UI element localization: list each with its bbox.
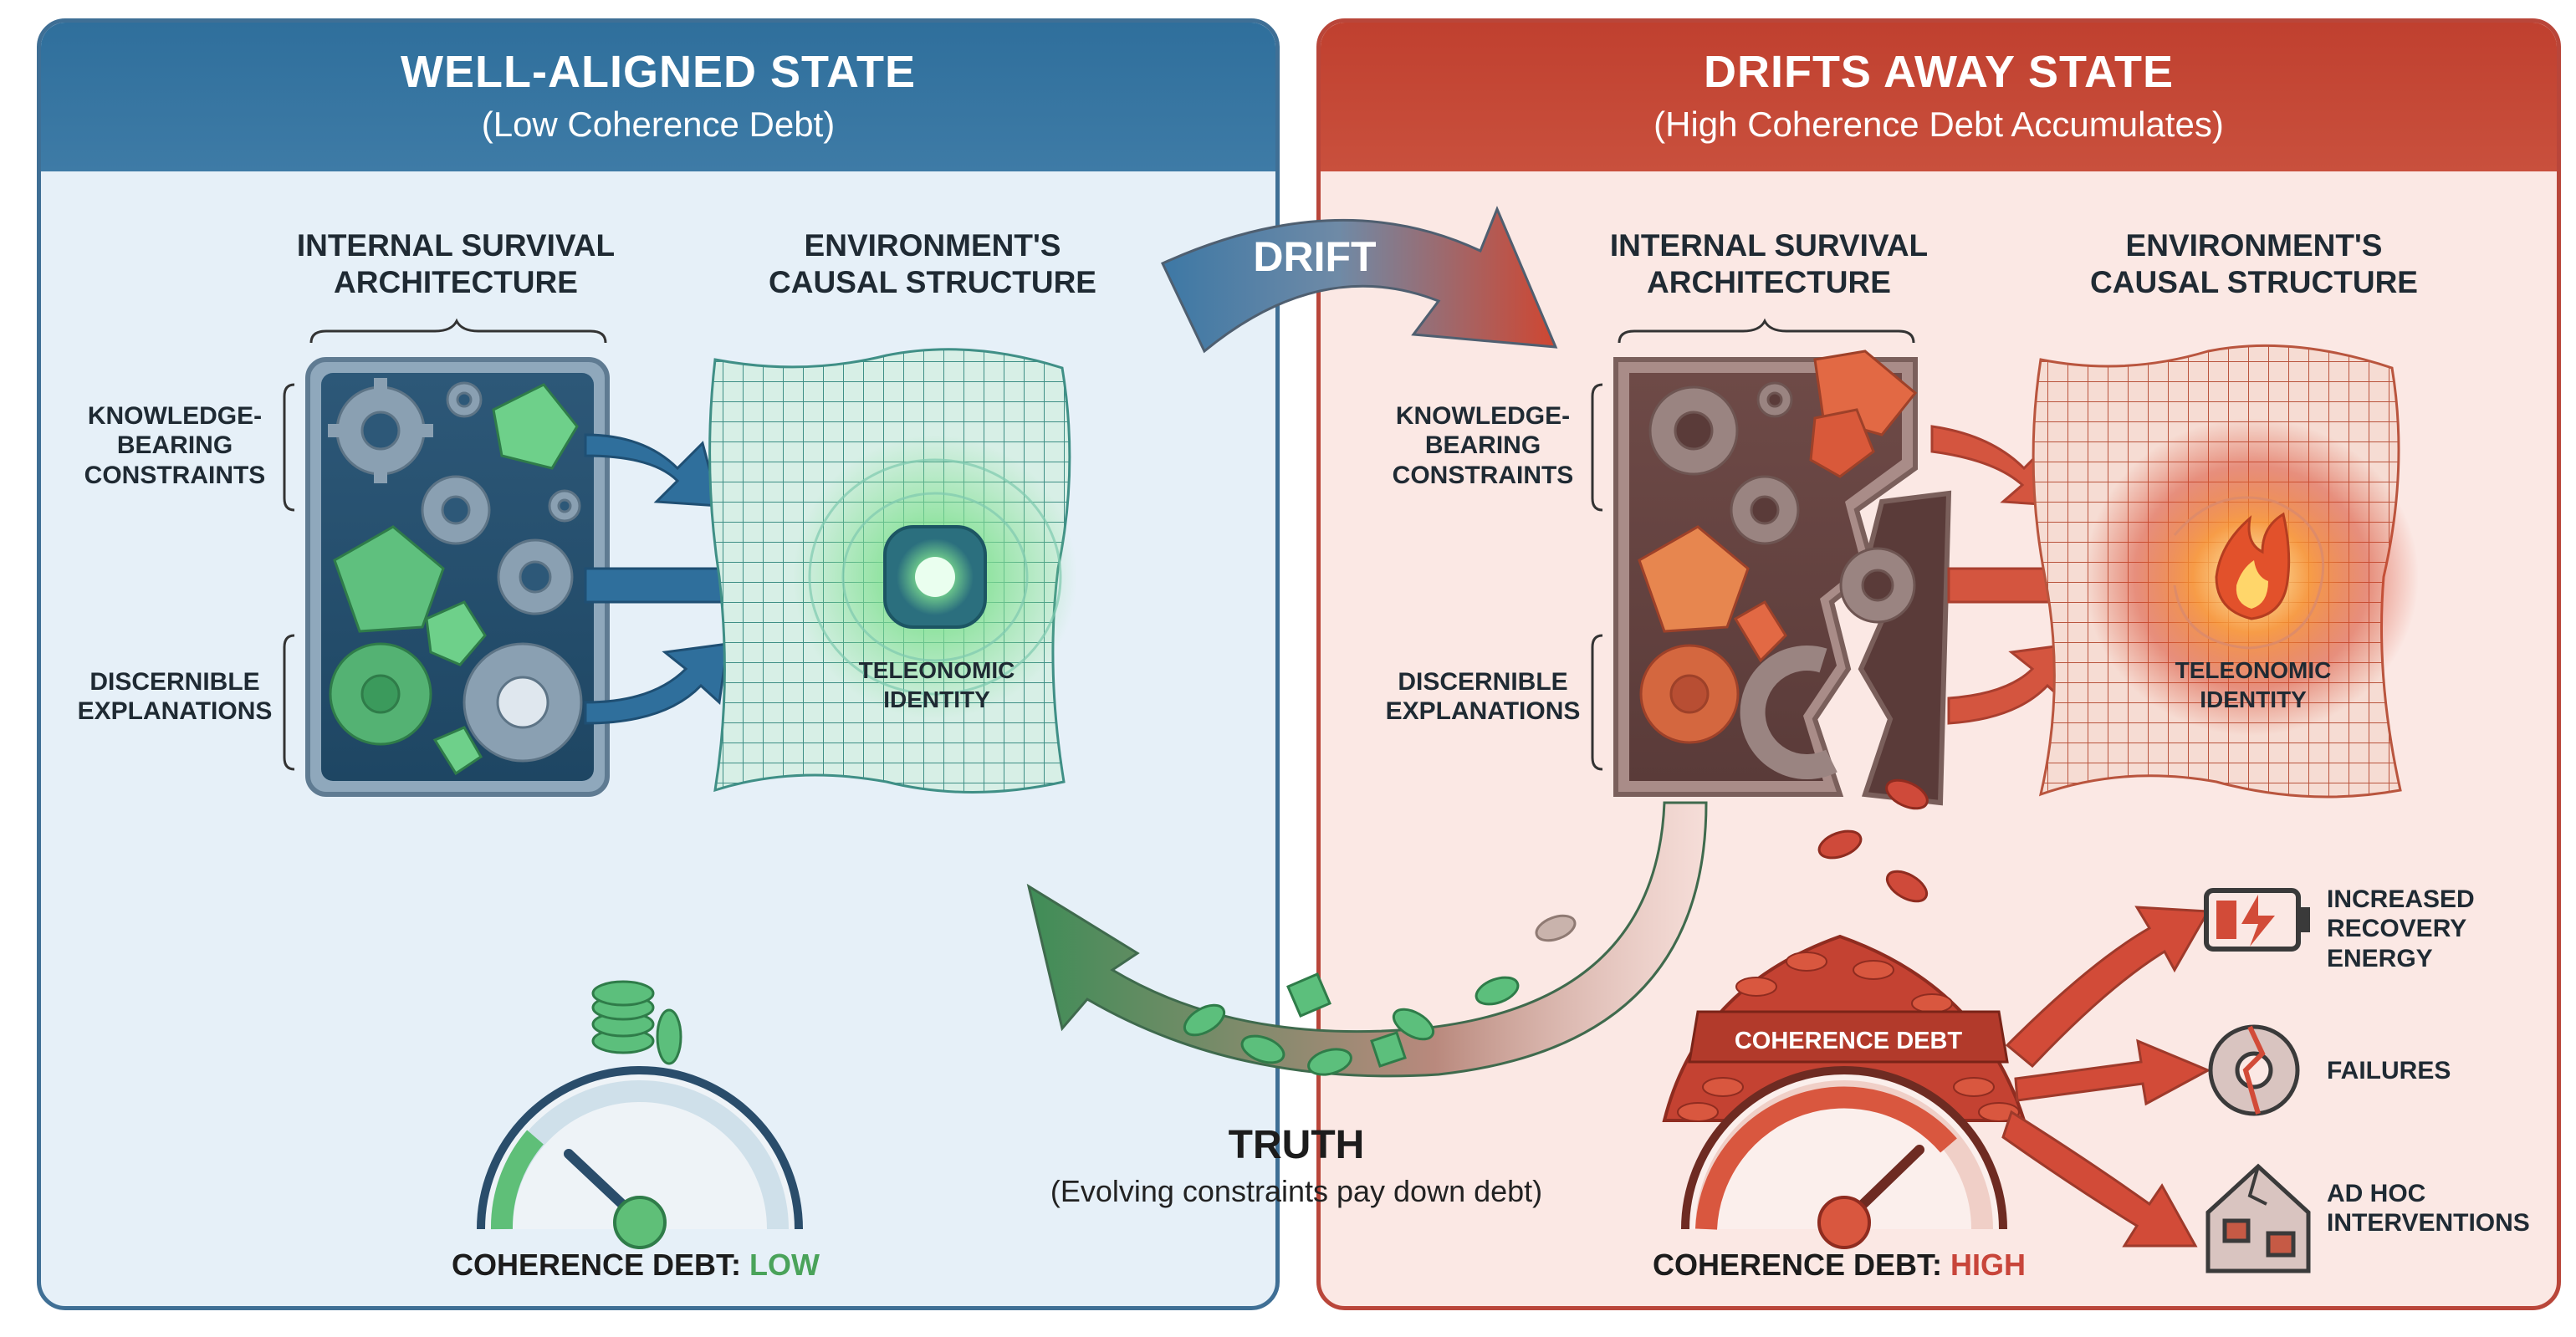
low-battery-icon bbox=[2204, 888, 2310, 952]
knowledge-bracket-right bbox=[1591, 383, 1603, 512]
architecture-bracket-right bbox=[1618, 318, 1915, 344]
gear-icon bbox=[1839, 547, 1916, 624]
well-aligned-header: WELL-ALIGNED STATE (Low Coherence Debt) bbox=[41, 23, 1275, 171]
crystal-icon bbox=[1809, 408, 1875, 478]
gear-icon bbox=[1730, 475, 1800, 545]
coherence-gauge-right bbox=[1681, 1066, 2007, 1249]
architecture-label-left: INTERNAL SURVIVAL ARCHITECTURE bbox=[296, 228, 616, 299]
gear-icon bbox=[497, 538, 574, 615]
environment-label-right: ENVIRONMENT'S CAUSAL STRUCTURE bbox=[2090, 228, 2418, 299]
gear-icon bbox=[328, 378, 433, 483]
falling-debt-coins bbox=[1817, 778, 1929, 903]
explanations-label-right: DISCERNIBLE EXPLANATIONS bbox=[1385, 668, 1581, 726]
explanations-bracket-left bbox=[283, 634, 295, 771]
gear-icon bbox=[1648, 385, 1739, 476]
drift-arrow bbox=[1160, 206, 1558, 354]
coherence-debt-readout-right: COHERENCE DEBT: HIGH bbox=[1653, 1248, 2026, 1283]
coherence-debt-pile-label: COHERENCE DEBT bbox=[1734, 1028, 1963, 1054]
coin-stack-left bbox=[591, 980, 682, 1065]
truth-caption: (Evolving constraints pay down debt) bbox=[1050, 1174, 1543, 1208]
outcome-arrows bbox=[2001, 906, 2211, 1248]
well-aligned-subtitle: (Low Coherence Debt) bbox=[481, 105, 836, 144]
architecture-bracket-left bbox=[309, 318, 607, 344]
coin-flow bbox=[1183, 914, 1577, 1076]
well-aligned-title: WELL-ALIGNED STATE bbox=[401, 47, 916, 97]
drift-label: DRIFT bbox=[1253, 233, 1377, 280]
outcome-label-ad-hoc-interventions: AD HOC INTERVENTIONS bbox=[2327, 1180, 2530, 1237]
patched-house-icon bbox=[2205, 1163, 2311, 1273]
drifts-away-header: DRIFTS AWAY STATE (High Coherence Debt A… bbox=[1321, 23, 2557, 171]
knowledge-label-left: KNOWLEDGE-BEARING CONSTRAINTS bbox=[84, 402, 266, 489]
teleonomic-identity-label-right: TELEONOMIC IDENTITY bbox=[2175, 657, 2332, 712]
coherence-debt-readout-left: COHERENCE DEBT: LOW bbox=[452, 1248, 820, 1283]
broken-gear-icon bbox=[1740, 646, 1837, 779]
coherence-debt-label-right: COHERENCE DEBT: bbox=[1653, 1248, 1943, 1282]
gear-icon bbox=[1639, 644, 1740, 744]
outcome-label-failures: FAILURES bbox=[2327, 1057, 2451, 1084]
coherence-debt-pile bbox=[1662, 934, 2027, 1122]
coherence-debt-value-low: LOW bbox=[749, 1248, 820, 1282]
explanations-bracket-right bbox=[1591, 634, 1603, 771]
broken-gear-icon bbox=[2208, 1024, 2300, 1116]
truth-label: TRUTH bbox=[1228, 1123, 1365, 1167]
environment-label-left: ENVIRONMENT'S CAUSAL STRUCTURE bbox=[769, 228, 1096, 299]
drifts-away-subtitle: (High Coherence Debt Accumulates) bbox=[1653, 105, 2224, 144]
crystal-icon bbox=[333, 525, 445, 633]
crystal-icon bbox=[1638, 525, 1750, 633]
drifts-away-title: DRIFTS AWAY STATE bbox=[1703, 47, 2175, 97]
gear-icon bbox=[446, 381, 483, 418]
crystal-icon bbox=[425, 600, 487, 666]
gear-icon bbox=[548, 489, 581, 523]
crystal-icon bbox=[432, 726, 483, 776]
crystal-icon bbox=[492, 383, 579, 470]
truth-arrow bbox=[1026, 801, 1708, 1078]
coherence-debt-label-left: COHERENCE DEBT: bbox=[452, 1248, 742, 1282]
explanations-label-left: DISCERNIBLE EXPLANATIONS bbox=[77, 668, 273, 726]
coherence-gauge-left bbox=[477, 1066, 803, 1249]
crystal-icon bbox=[1733, 600, 1787, 663]
gear-icon bbox=[421, 475, 491, 545]
causal-structure-grid-right bbox=[2032, 344, 2419, 799]
gear-icon bbox=[329, 642, 432, 746]
coherence-debt-value-high: HIGH bbox=[1950, 1248, 2027, 1282]
causal-structure-grid-left bbox=[708, 348, 1077, 794]
knowledge-bracket-left bbox=[283, 383, 295, 512]
gear-icon bbox=[1756, 381, 1793, 418]
outcome-label-recovery-energy: INCREASED RECOVERY ENERGY bbox=[2327, 885, 2475, 972]
knowledge-label-right: KNOWLEDGE-BEARING CONSTRAINTS bbox=[1392, 402, 1574, 489]
teleonomic-identity-label-left: TELEONOMIC IDENTITY bbox=[858, 657, 1015, 712]
gear-icon bbox=[463, 642, 583, 763]
architecture-label-right: INTERNAL SURVIVAL ARCHITECTURE bbox=[1609, 228, 1929, 299]
